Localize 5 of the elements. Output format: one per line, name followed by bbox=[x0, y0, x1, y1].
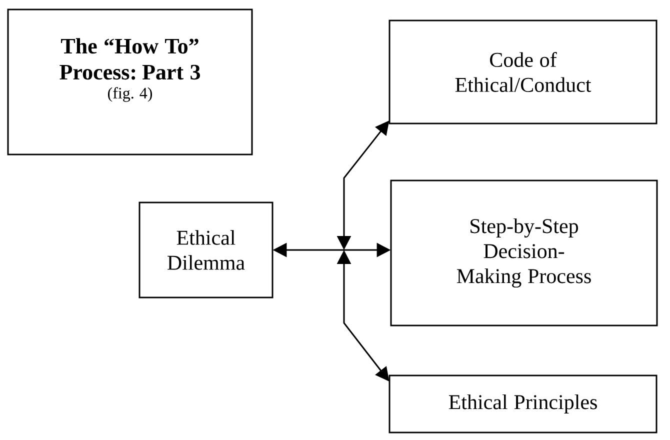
process-box: Code of Ethical/Conduct bbox=[388, 20, 658, 124]
process-box: Ethical Dilemma bbox=[138, 202, 274, 298]
process-box: Ethical Principles bbox=[388, 374, 658, 434]
process-box: The “How To” Process: Part 3 (fig. 4) bbox=[7, 8, 253, 156]
process-box: Step-by-Step Decision-Making Process bbox=[390, 180, 658, 326]
